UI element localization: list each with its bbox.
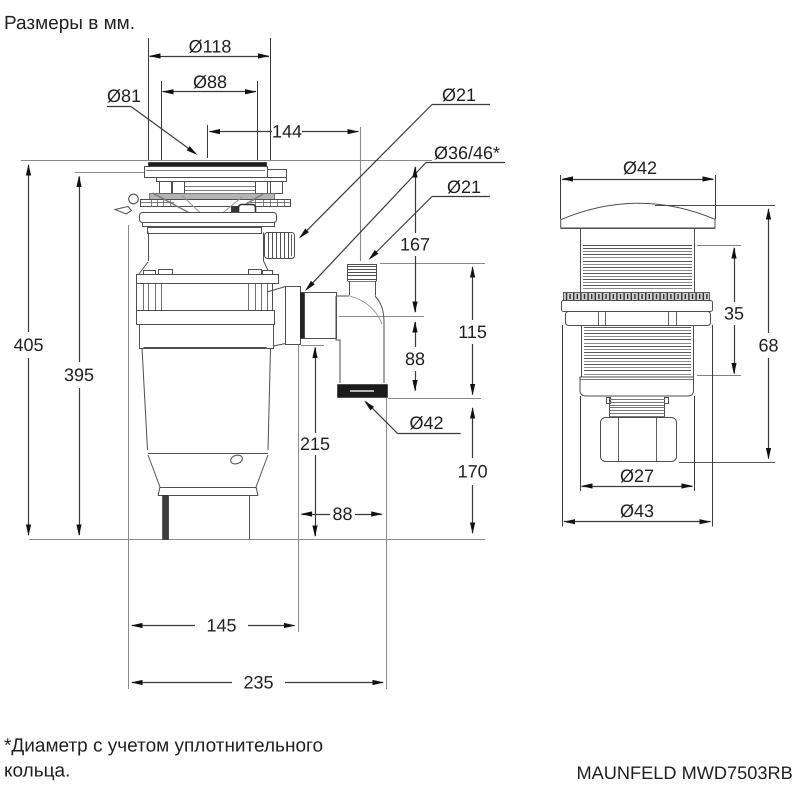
svg-text:170: 170 (458, 462, 488, 482)
svg-text:Ø88: Ø88 (193, 72, 227, 92)
svg-text:Ø118: Ø118 (189, 37, 232, 57)
svg-text:Ø81: Ø81 (107, 86, 141, 106)
svg-text:*Диаметр с учетом уплотнительн: *Диаметр с учетом уплотнительного (4, 736, 323, 757)
svg-text:MAUNFELD MWD7503RB: MAUNFELD MWD7503RB (577, 763, 793, 783)
svg-text:Ø27: Ø27 (620, 466, 654, 486)
svg-text:кольца.: кольца. (4, 761, 70, 782)
svg-text:Ø21: Ø21 (442, 85, 476, 105)
svg-text:145: 145 (206, 616, 236, 636)
svg-text:88: 88 (405, 349, 425, 369)
svg-text:68: 68 (758, 336, 778, 356)
svg-text:144: 144 (272, 122, 302, 142)
svg-text:Ø36/46*: Ø36/46* (434, 143, 500, 163)
svg-text:Размеры в мм.: Размеры в мм. (4, 13, 135, 34)
svg-text:167: 167 (400, 235, 430, 255)
svg-text:395: 395 (64, 365, 94, 385)
svg-text:Ø42: Ø42 (409, 413, 443, 433)
svg-text:235: 235 (243, 673, 273, 693)
svg-text:405: 405 (13, 335, 43, 355)
svg-text:Ø21: Ø21 (447, 177, 481, 197)
svg-text:115: 115 (458, 322, 487, 342)
svg-text:215: 215 (300, 434, 330, 454)
svg-text:Ø42: Ø42 (623, 158, 657, 178)
svg-text:88: 88 (332, 504, 352, 524)
svg-text:Ø43: Ø43 (620, 501, 654, 521)
svg-text:35: 35 (724, 304, 744, 324)
